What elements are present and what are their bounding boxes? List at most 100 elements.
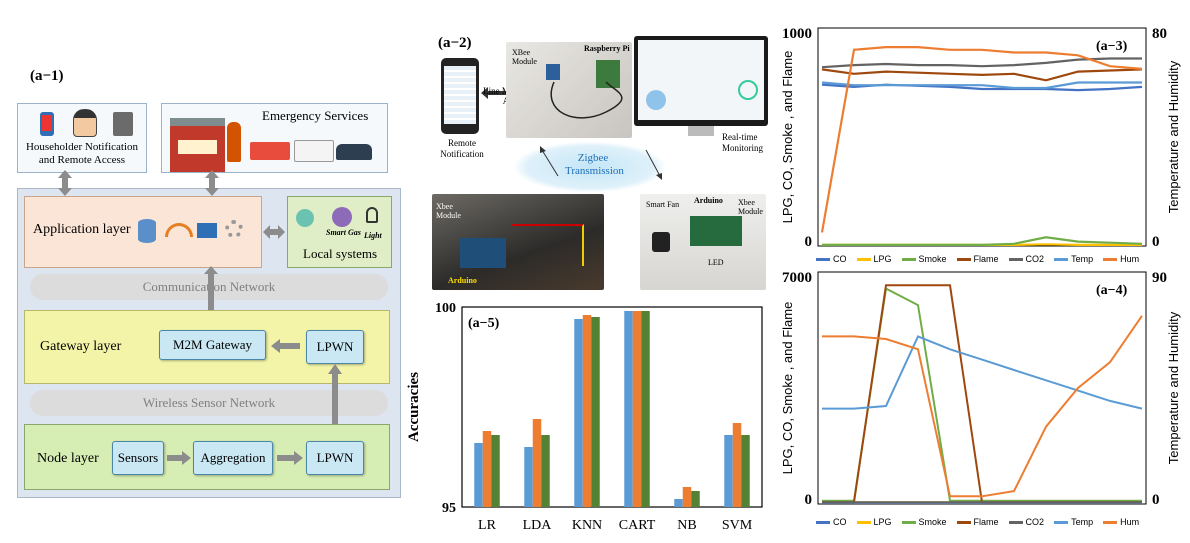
remote-phone-icon bbox=[441, 58, 479, 134]
local-systems-box: Smart Gas Light Local systems bbox=[287, 196, 392, 268]
y-tick-label: 7000 bbox=[782, 270, 812, 286]
lpwn-node-box: LPWN bbox=[306, 441, 364, 475]
legend-hum: Hum bbox=[1120, 254, 1140, 264]
y2-tick-label: 0 bbox=[1152, 492, 1160, 508]
bar bbox=[682, 487, 692, 507]
legend-a4: CO LPG Smoke Flame CO2 Temp Hum bbox=[816, 517, 1139, 527]
mail-icon bbox=[197, 223, 217, 238]
emergency-title: Emergency Services bbox=[262, 108, 369, 123]
line-api-arrow bbox=[481, 87, 509, 99]
wires-icon bbox=[512, 224, 584, 266]
bar bbox=[624, 311, 633, 507]
sensors-aggregation-arrow bbox=[167, 451, 191, 465]
legend-temp: Temp bbox=[1071, 517, 1094, 527]
police-car-icon bbox=[336, 144, 372, 160]
application-layer-label: Application layer bbox=[33, 222, 131, 237]
y-tick-label: 95 bbox=[442, 501, 456, 516]
legend-a3: CO LPG Smoke Flame CO2 Temp Hum bbox=[816, 254, 1139, 264]
legend-flame: Flame bbox=[973, 254, 999, 264]
smart-gas-icon bbox=[332, 207, 352, 227]
series-line-temp bbox=[821, 81, 1142, 90]
fan-icon bbox=[296, 209, 314, 227]
bar bbox=[632, 311, 642, 507]
legend-co2: CO2 bbox=[1025, 254, 1045, 264]
raspberry-pi-label: Raspberry Pi bbox=[584, 44, 630, 53]
app-gateway-arrow bbox=[204, 266, 218, 336]
bar bbox=[491, 435, 500, 507]
fan-device-icon bbox=[652, 232, 670, 252]
bar bbox=[582, 315, 592, 507]
zigbee-arrows bbox=[540, 146, 662, 180]
chart-title: (a−3) bbox=[1096, 39, 1128, 54]
x-tick-label: LDA bbox=[523, 518, 553, 533]
gateway-layer-label: Gateway layer bbox=[40, 339, 122, 354]
arduino-board-icon bbox=[690, 216, 742, 246]
gear-icon bbox=[225, 220, 243, 238]
xbee-right-label: Xbee Module bbox=[738, 198, 763, 216]
legend-temp: Temp bbox=[1071, 254, 1094, 264]
local-systems-label: Local systems bbox=[303, 246, 378, 261]
y2-axis-label: Temperature and Humidity bbox=[1166, 60, 1181, 213]
bar bbox=[532, 419, 542, 507]
aggregation-box: Aggregation bbox=[193, 441, 273, 475]
y-tick-label: 0 bbox=[805, 492, 813, 508]
x-tick-label: CART bbox=[619, 518, 656, 533]
remote-notification-label: Remote Notification bbox=[440, 138, 484, 159]
legend-co: CO bbox=[833, 517, 847, 527]
legend-co2: CO2 bbox=[1025, 517, 1045, 527]
plot-frame bbox=[817, 271, 1147, 505]
zigbee-label: Zigbee Transmission bbox=[565, 152, 624, 177]
panel-label-a1: (a−1) bbox=[30, 68, 64, 84]
light-label: Light bbox=[364, 231, 382, 240]
plot-frame bbox=[461, 306, 763, 508]
x-tick-label: KNN bbox=[572, 518, 602, 533]
monitor-icon bbox=[634, 36, 768, 126]
bar bbox=[732, 423, 742, 507]
legend-hum: Hum bbox=[1120, 517, 1140, 527]
householder-arrow bbox=[58, 170, 72, 196]
chart-title: (a−4) bbox=[1096, 283, 1128, 298]
wireless-sensor-network-cloud: Wireless Sensor Network bbox=[30, 390, 388, 416]
xbee-board-icon bbox=[546, 64, 560, 80]
householder-box: Householder Notification and Remote Acce… bbox=[17, 103, 147, 173]
series-line-hum bbox=[820, 46, 1143, 233]
x-tick-label: SVM bbox=[722, 518, 753, 533]
householder-text: Householder Notification and Remote Acce… bbox=[25, 141, 139, 166]
legend-smoke: Smoke bbox=[918, 517, 947, 527]
y2-axis-label: Temperature and Humidity bbox=[1166, 311, 1181, 464]
series-line-temp bbox=[822, 335, 1143, 410]
y2-tick-label: 90 bbox=[1152, 270, 1167, 286]
legend-co: CO bbox=[833, 254, 847, 264]
chart-title: (a−5) bbox=[468, 316, 500, 331]
phone-icon bbox=[40, 112, 54, 136]
bar bbox=[691, 491, 700, 507]
realtime-monitoring-label: Real-time Monitoring bbox=[722, 132, 764, 153]
bar bbox=[591, 317, 600, 507]
y-tick-label: 1000 bbox=[782, 26, 812, 42]
lpwn-to-gateway-arrow bbox=[271, 339, 300, 353]
arduino-fan-photo: Smart Fan Arduino Xbee Module LED bbox=[640, 194, 766, 290]
led-label: LED bbox=[708, 258, 724, 267]
x-tick-label: NB bbox=[677, 518, 696, 533]
y-tick-label: 0 bbox=[805, 234, 813, 250]
node-layer-label: Node layer bbox=[37, 451, 99, 466]
panel-label-a2: (a−2) bbox=[438, 35, 472, 51]
user-avatar-icon bbox=[73, 109, 97, 137]
bar bbox=[724, 435, 733, 507]
bar bbox=[741, 435, 750, 507]
database-icon bbox=[138, 219, 156, 243]
m2m-gateway-box: M2M Gateway bbox=[159, 330, 266, 360]
bar bbox=[674, 499, 683, 507]
bar bbox=[574, 319, 583, 507]
gauge-icon bbox=[165, 223, 193, 237]
x-tick-label: LR bbox=[478, 518, 497, 533]
local-systems-arrow bbox=[263, 225, 285, 239]
series-line-hum bbox=[822, 315, 1143, 498]
aggregation-lpwn-arrow bbox=[277, 451, 303, 465]
series-line-flame bbox=[821, 68, 1143, 82]
node-to-gateway-arrow bbox=[328, 364, 342, 440]
ambulance-icon bbox=[294, 140, 334, 162]
